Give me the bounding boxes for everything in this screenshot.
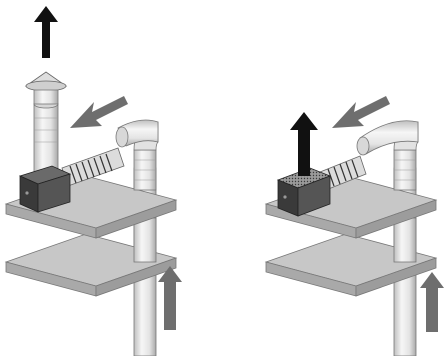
fan-box	[276, 167, 332, 217]
panel-right	[264, 96, 444, 356]
vertical-duct-mid	[393, 217, 417, 263]
exhaust-up-arrow	[290, 112, 318, 176]
airflow-in-arrow	[332, 96, 390, 128]
airflow-in-arrow	[70, 96, 128, 128]
airflow-up-arrow	[420, 272, 444, 332]
flexible-duct	[61, 147, 125, 187]
exhaust-up-arrow	[34, 6, 58, 58]
lower-shelf	[4, 233, 178, 297]
duct-elbow	[356, 120, 419, 191]
duct-elbow	[115, 119, 159, 191]
indicator-icon	[283, 195, 287, 199]
rain-cap	[24, 71, 68, 105]
fan-box	[18, 165, 72, 213]
airflow-up-arrow	[158, 266, 182, 330]
indicator-icon	[25, 191, 29, 195]
upper-shelf	[4, 175, 178, 239]
panel-left	[4, 6, 182, 356]
flue-pipe	[33, 99, 59, 177]
vertical-duct-mid	[133, 217, 157, 263]
lower-shelf	[264, 233, 438, 297]
